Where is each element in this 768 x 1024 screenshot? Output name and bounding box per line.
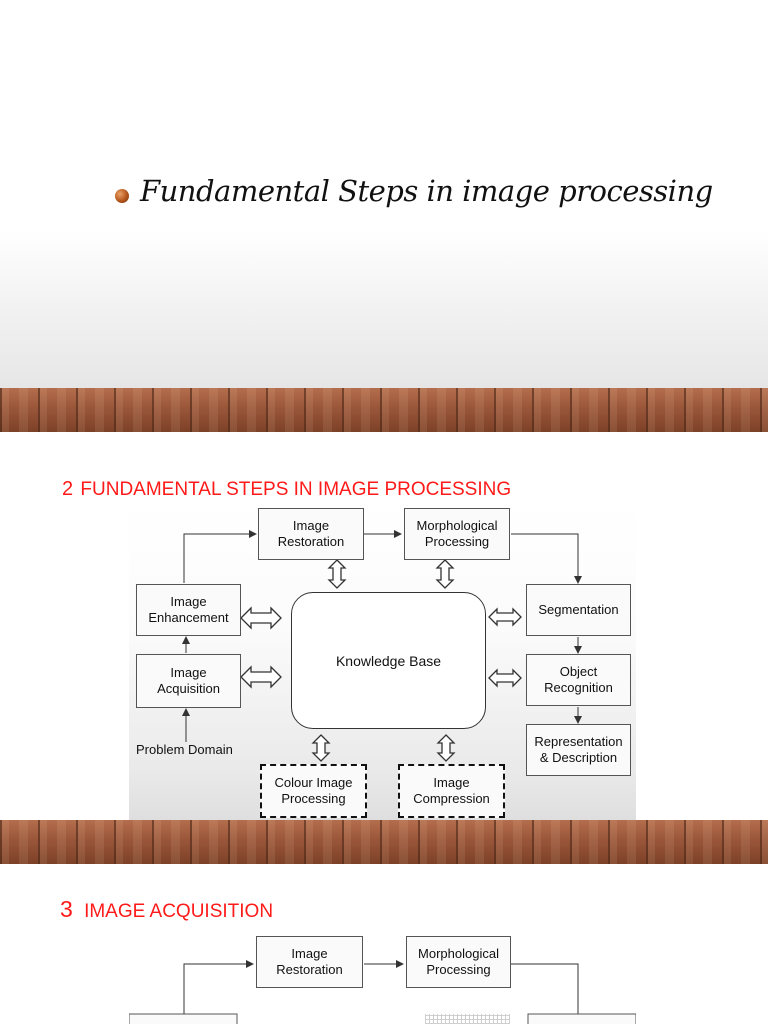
fundamental-steps-diagram-partial: Image Restoration Morphological Processi… (129, 934, 636, 1024)
segmentation-box: Segmentation (526, 584, 631, 636)
double-arrow-up-right (435, 559, 455, 589)
partial-box-left (129, 1013, 238, 1024)
double-arrow-up-left (327, 559, 347, 589)
bullet-icon (115, 189, 129, 203)
connector-enhancement-restoration (183, 530, 257, 583)
slide-title-text: FUNDAMENTAL STEPS IN IMAGE PROCESSING (80, 479, 512, 500)
slide-title-text: IMAGE ACQUISITION (84, 901, 274, 922)
slide-1-title: Fundamental Steps in image processing (140, 174, 713, 208)
wood-floor-band (0, 388, 768, 432)
morphological-processing-box: Morphological Processing (404, 508, 510, 560)
slide-1: Fundamental Steps in image processing (0, 0, 768, 432)
problem-domain-label: Problem Domain (136, 742, 233, 757)
slide-number: 2 (62, 478, 74, 500)
knowledge-base-box: Knowledge Base (291, 592, 486, 729)
slide-2-title: 2 FUNDAMENTAL STEPS IN IMAGE PROCESSING (62, 478, 511, 501)
image-restoration-box: Image Restoration (258, 508, 364, 560)
diagram-connectors (129, 960, 636, 1024)
object-recognition-box: Object Recognition (526, 654, 631, 706)
fundamental-steps-diagram: Image Restoration Morphological Processi… (129, 502, 636, 822)
image-restoration-box: Image Restoration (256, 936, 363, 988)
partial-box-right (527, 1013, 636, 1024)
slide-number: 3 (60, 896, 73, 922)
wood-floor-band (0, 820, 768, 864)
morphological-processing-box: Morphological Processing (406, 936, 511, 988)
diagram-connectors (182, 530, 582, 762)
double-arrow-down-left (311, 734, 331, 762)
representation-description-box: Representation & Description (526, 724, 631, 776)
double-arrow-left-bottom (240, 665, 282, 689)
connector-enhancement-restoration (183, 960, 254, 1024)
connector-morphological-segmentation (511, 533, 582, 584)
image-acquisition-box: Image Acquisition (136, 654, 241, 708)
colour-image-processing-box: Colour Image Processing (260, 764, 367, 818)
double-arrow-right-bottom (488, 668, 522, 688)
slide-3: 3 IMAGE ACQUISITION Image Restoration Mo… (0, 864, 768, 1024)
image-compression-box: Image Compression (398, 764, 505, 818)
double-arrow-down-right (436, 734, 456, 762)
hatched-region (425, 1014, 510, 1024)
slide-3-title: 3 IMAGE ACQUISITION (60, 896, 273, 923)
slide-2: 2 FUNDAMENTAL STEPS IN IMAGE PROCESSING (0, 432, 768, 864)
connector-morphological-segmentation (511, 963, 579, 1024)
double-arrow-left-top (240, 606, 282, 630)
image-enhancement-box: Image Enhancement (136, 584, 241, 636)
double-arrow-right-top (488, 607, 522, 627)
